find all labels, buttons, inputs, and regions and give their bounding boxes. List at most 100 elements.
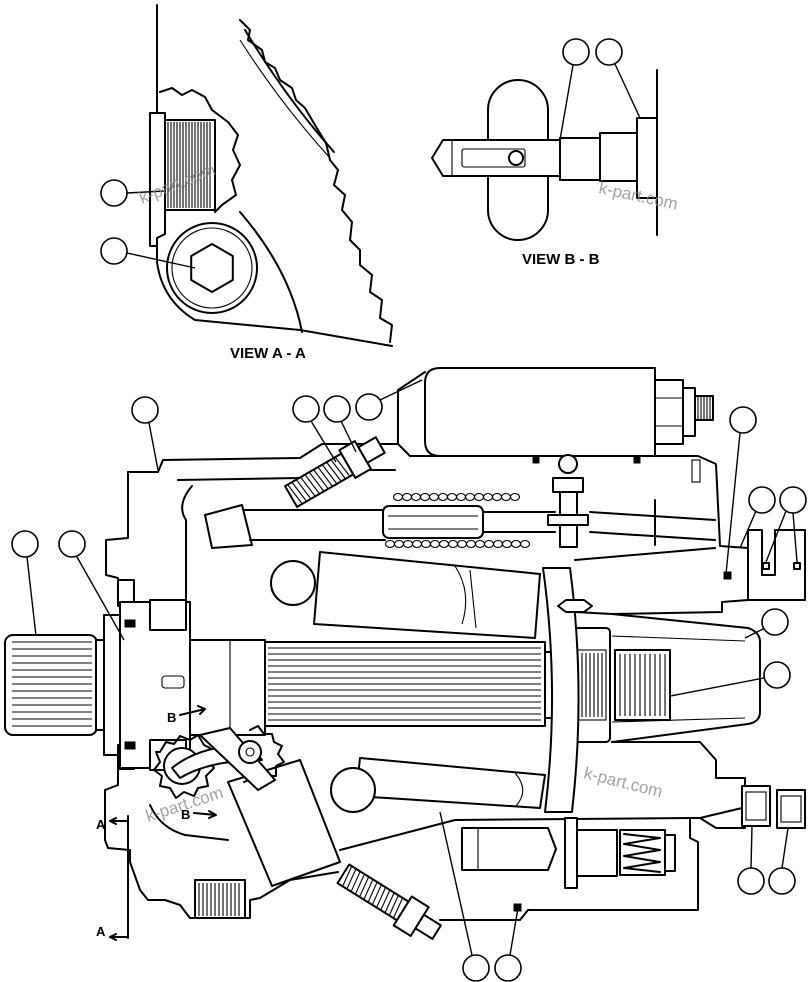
view-a-lower-edge [156,245,393,347]
spring-coil [474,539,486,549]
solenoid-body [424,367,656,457]
port-seal [793,562,801,570]
section-a-label-upper: A [96,817,106,832]
thread-line [326,461,342,482]
section-a-arrow-upper [109,817,129,825]
section-b-arrow-upper [179,705,206,716]
leader-line [340,420,357,453]
thread-line [287,484,303,505]
solenoid-mount [397,371,426,445]
thread-line [350,871,361,892]
main-assembly [4,367,806,940]
output-housing-inner [611,635,746,723]
callout-circle [323,395,351,423]
thread-line [359,876,370,898]
spring-coil [384,539,396,549]
spool-head [552,477,584,493]
thread-line [376,887,387,908]
leader-line [765,510,787,563]
spring-coil [473,492,485,502]
orifice-plug [691,459,701,483]
callout-circle [779,486,807,514]
thread-line [367,881,378,903]
housing-inner-wall-right [574,547,716,615]
view-a-hex-socket [190,243,234,293]
leader-line [781,827,789,869]
leader-line [439,811,473,956]
spool-sleeve [564,817,578,889]
lower-piston-detail [514,772,524,807]
leader-line [379,379,423,401]
pivot-gear-teeth [153,734,215,799]
spring-coil [510,539,522,549]
valve-plate-pin [557,599,593,613]
callout-circle [748,486,776,514]
spring-coil [411,539,423,549]
thread-line [321,464,338,485]
view-b-b: VIEW B - B [431,69,658,268]
callout-circle [58,530,86,558]
view-b-cross-pin [508,150,524,166]
right-port-block [747,529,806,601]
view-b-collar [559,137,603,181]
spring-cap [664,834,676,872]
top-screw-thread [284,452,355,508]
plug-left [741,785,771,827]
upper-piston [313,551,541,639]
top-screw-thread-lines [287,456,351,505]
output-spline-lines [619,654,666,716]
spring-coil [428,492,440,502]
spring-coil [402,539,414,549]
bottom-adjusting-screw [336,863,442,940]
thread-line [317,466,333,487]
solenoid-fitting [682,387,696,437]
spool-land [547,514,589,526]
top-adjusting-screw [284,436,386,508]
input-spline-lines [12,641,92,727]
view-a-gear-pitch [239,39,331,159]
swash-block-lower [227,759,341,887]
shaft-shoulder [95,639,105,731]
leader-line [750,825,753,869]
leader-line [509,907,519,956]
spring-coil [492,539,504,549]
bottom-screw-end [414,913,442,940]
callout-circle [292,395,320,423]
output-shaft-spline [614,649,671,721]
thread-line [371,884,382,906]
plug-left-inner [745,791,767,821]
spring-coil [419,492,431,502]
callout-circle [11,530,39,558]
view-b-pin-slot [461,148,526,168]
shaft-collar [189,639,266,736]
spring-coil [465,539,477,549]
view-b-b-title: VIEW B - B [522,251,600,268]
leader-line [310,420,337,463]
spring-coil [410,492,422,502]
housing-left-contour [104,471,339,919]
servo-spring [384,492,531,549]
callout-circle [355,393,383,421]
spring-coil [491,492,503,502]
piston-shoe-ball-upper [270,560,316,606]
key-marker [161,675,185,689]
leader-line [76,556,125,641]
rocker-pin [238,740,262,764]
seal-ring-upper [149,599,187,631]
rocker-pin-center [245,747,255,757]
spring-seat [576,829,618,877]
piston-shoe-ball-lower [330,767,376,813]
swash-servo-head [204,504,253,549]
plug-right-inner [780,795,802,823]
thread-line [354,873,365,895]
spring-coil [500,492,512,502]
spring-coil [392,492,404,502]
thread-line [334,456,351,477]
leader-line [739,510,757,549]
section-b-arrow-lower [193,810,217,819]
leader-line [614,63,641,119]
leader-line [792,512,798,563]
callout-circle [761,608,789,636]
thread-line [291,481,307,502]
